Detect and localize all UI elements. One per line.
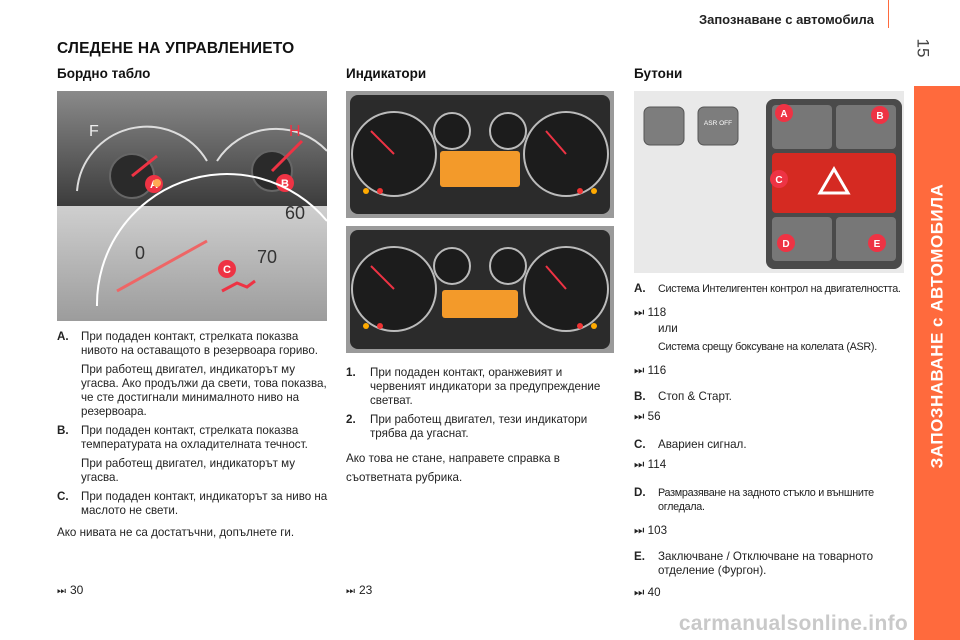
ref-arrow-icon: ⏭: [634, 458, 645, 471]
col2-note: Ако това не стане, направете справка в с…: [346, 452, 560, 484]
ref-arrow-icon: ⏭: [634, 524, 645, 537]
col2-heading: Индикатори: [346, 66, 427, 81]
col3-item-b: B. Стоп & Старт.: [634, 390, 732, 403]
col3-item-d: D. Размразяване на задното стъкло и външ…: [634, 486, 874, 513]
side-tab-band: [914, 86, 960, 640]
instrument-cluster-image-1: [346, 91, 614, 218]
col2-item-2: 2. При работещ двигател, тези индикатори…: [346, 413, 588, 440]
asr-off-label: ASR OFF: [704, 120, 732, 127]
btn-callout-c: C: [775, 175, 782, 186]
buttons-panel-image: ASR OFF A B C D E: [634, 91, 904, 273]
col1-heading: Бордно табло: [57, 66, 151, 81]
ref-arrow-icon: ⏭: [634, 306, 645, 319]
col2-text: 1. При подаден контакт, оранжевият и чер…: [346, 366, 618, 487]
ref-arrow-icon: ⏭: [57, 586, 66, 597]
col1-item-c: C. При подаден контакт, индикаторът за н…: [57, 490, 328, 517]
btn-callout-a: A: [780, 109, 787, 120]
instrument-cluster-image-2: [346, 226, 614, 353]
col1-item-b: B. При подаден контакт, стрелката показв…: [57, 424, 308, 451]
side-tab: ЗАПОЗНАВАНЕ с АВТОМОБИЛА: [914, 86, 960, 566]
header-accent-line: [888, 0, 889, 28]
side-tab-label: ЗАПОЗНАВАНЕ с АВТОМОБИЛА: [927, 183, 947, 469]
temp-hot-mark: H: [289, 123, 301, 140]
tach-60: 60: [285, 203, 305, 223]
col3-item-a: A. Система Интелигентен контрол на двига…: [634, 282, 901, 295]
col1-text: A. При подаден контакт, стрелката показв…: [57, 330, 328, 539]
section-title: Запознаване с автомобила: [698, 12, 874, 27]
tach-0: 0: [135, 243, 145, 263]
btn-callout-e: E: [874, 239, 881, 250]
col1-note: Ако нивата не са достатъчни, допълнете г…: [57, 526, 295, 539]
col3-item-e: E. Заключване / Отключване на товарното …: [634, 550, 874, 577]
page-title: СЛЕДЕНЕ НА УПРАВЛЕНИЕТО: [57, 40, 295, 57]
ref-arrow-icon: ⏭: [634, 410, 645, 423]
dashboard-gauges-image: F H A B 60 70 0 C: [57, 91, 327, 321]
ref-arrow-icon: ⏭: [634, 586, 645, 599]
ref-arrow-icon: ⏭: [634, 364, 645, 377]
callout-b: B: [281, 178, 289, 190]
tach-70: 70: [257, 247, 277, 267]
col2-ref[interactable]: ⏭23: [346, 583, 373, 597]
fuel-full-mark: F: [89, 123, 99, 140]
callout-c: C: [223, 264, 231, 276]
btn-callout-b: B: [876, 111, 883, 122]
ref-arrow-icon: ⏭: [346, 586, 355, 597]
col3-heading: Бутони: [634, 66, 683, 81]
col1-ref[interactable]: ⏭30: [57, 583, 84, 597]
col2-item-1: 1. При подаден контакт, оранжевият и чер…: [346, 366, 601, 407]
page-number: 15: [913, 38, 933, 58]
col3-text: A. Система Интелигентен контрол на двига…: [634, 282, 906, 600]
col3-item-c: C. Авариен сигнал.: [634, 438, 747, 451]
btn-callout-d: D: [782, 239, 789, 250]
col1-item-a: A. При подаден контакт, стрелката показв…: [57, 330, 319, 357]
watermark: carmanualsonline.info: [678, 612, 908, 635]
